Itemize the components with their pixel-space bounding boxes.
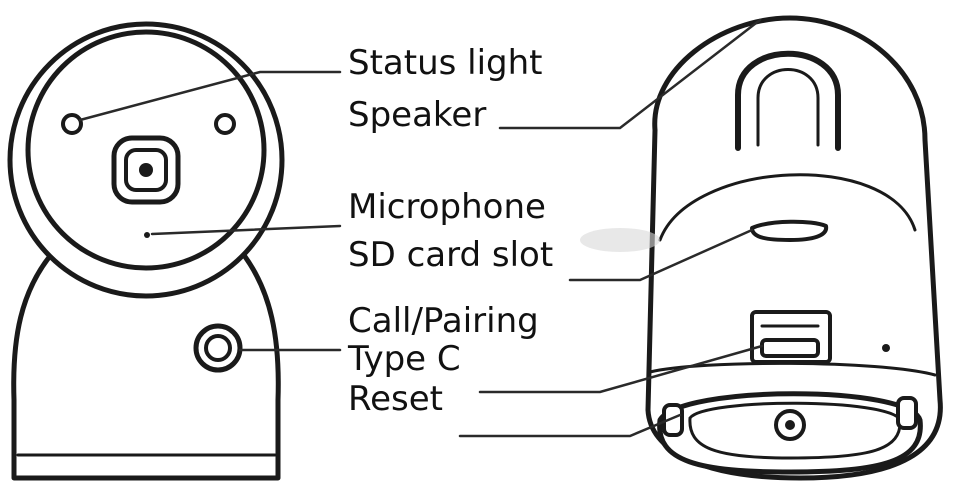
leader-reset xyxy=(458,413,682,438)
leader-sd-card-slot xyxy=(568,228,754,282)
reset-hole-icon xyxy=(882,344,890,352)
label-type-c: Type C xyxy=(347,339,461,379)
label-speaker: Speaker xyxy=(348,95,486,135)
label-microphone: Microphone xyxy=(348,187,546,227)
leader-status-light xyxy=(78,70,342,122)
front-camera-base xyxy=(11,247,281,481)
tripod-screw-hole xyxy=(785,420,795,430)
label-call-pairing: Call/Pairing xyxy=(348,301,539,341)
back-smudge xyxy=(580,228,660,252)
call-pairing-button-inner xyxy=(204,334,232,362)
status-light-icon xyxy=(61,113,83,135)
front-view-camera xyxy=(7,21,285,481)
back-base-ring xyxy=(688,401,902,460)
label-reset: Reset xyxy=(348,379,443,419)
sensor-dot-icon xyxy=(214,113,236,135)
speaker-slot-icon xyxy=(750,219,829,242)
back-lower-band xyxy=(648,361,937,377)
leader-type-c xyxy=(478,344,764,394)
leader-speaker xyxy=(498,18,762,130)
label-status-light: Status light xyxy=(348,43,543,83)
leader-microphone xyxy=(150,224,342,236)
mount-clip-right xyxy=(896,396,918,430)
label-sd-card-slot: SD card slot xyxy=(348,235,553,275)
lens-glass xyxy=(139,163,153,177)
labels: Status light Speaker Microphone SD card … xyxy=(347,43,553,419)
microphone-hole-icon xyxy=(144,232,150,238)
back-view-camera xyxy=(580,15,943,481)
back-camera-handle xyxy=(735,50,841,151)
back-shoulder-curve xyxy=(658,173,917,242)
type-c-port-icon xyxy=(760,338,820,358)
back-camera-handle-inner xyxy=(756,68,820,147)
leader-lines xyxy=(78,18,764,438)
mount-clip-left xyxy=(662,403,684,437)
